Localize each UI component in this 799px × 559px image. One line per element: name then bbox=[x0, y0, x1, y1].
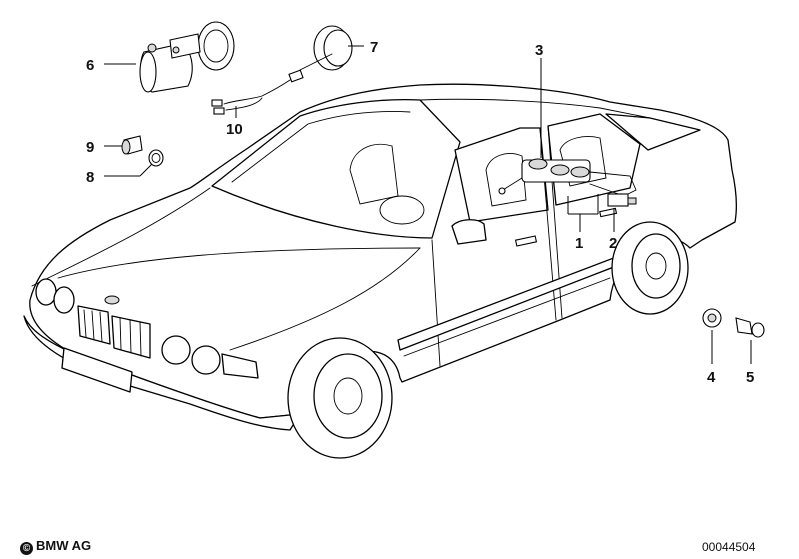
copyright-icon: © bbox=[20, 542, 33, 555]
callout-4: 4 bbox=[707, 369, 716, 386]
callout-8: 8 bbox=[86, 169, 94, 186]
part-5-bolt bbox=[735, 317, 765, 338]
part-7-round-unit bbox=[291, 25, 353, 77]
document-number: 00044504 bbox=[702, 540, 756, 554]
copyright-text: BMW AG bbox=[36, 538, 92, 553]
callout-10: 10 bbox=[226, 121, 243, 138]
part-4-nut bbox=[702, 308, 722, 328]
callout-7: 7 bbox=[370, 39, 378, 56]
part-9-bolt bbox=[121, 135, 143, 155]
callout-1: 1 bbox=[575, 235, 583, 252]
part-6-motor-unit bbox=[139, 21, 235, 93]
copyright-notice: ©BMW AG bbox=[20, 538, 91, 555]
callout-5: 5 bbox=[746, 369, 754, 386]
part-10-wiring-harness bbox=[211, 69, 304, 115]
callout-6: 6 bbox=[86, 57, 94, 74]
callout-9: 9 bbox=[86, 139, 94, 156]
callout-2: 2 bbox=[609, 235, 617, 252]
seat-module-assembly bbox=[498, 158, 637, 207]
leader-lines bbox=[104, 45, 752, 364]
callout-3: 3 bbox=[535, 42, 543, 59]
part-8-washer bbox=[148, 149, 164, 167]
